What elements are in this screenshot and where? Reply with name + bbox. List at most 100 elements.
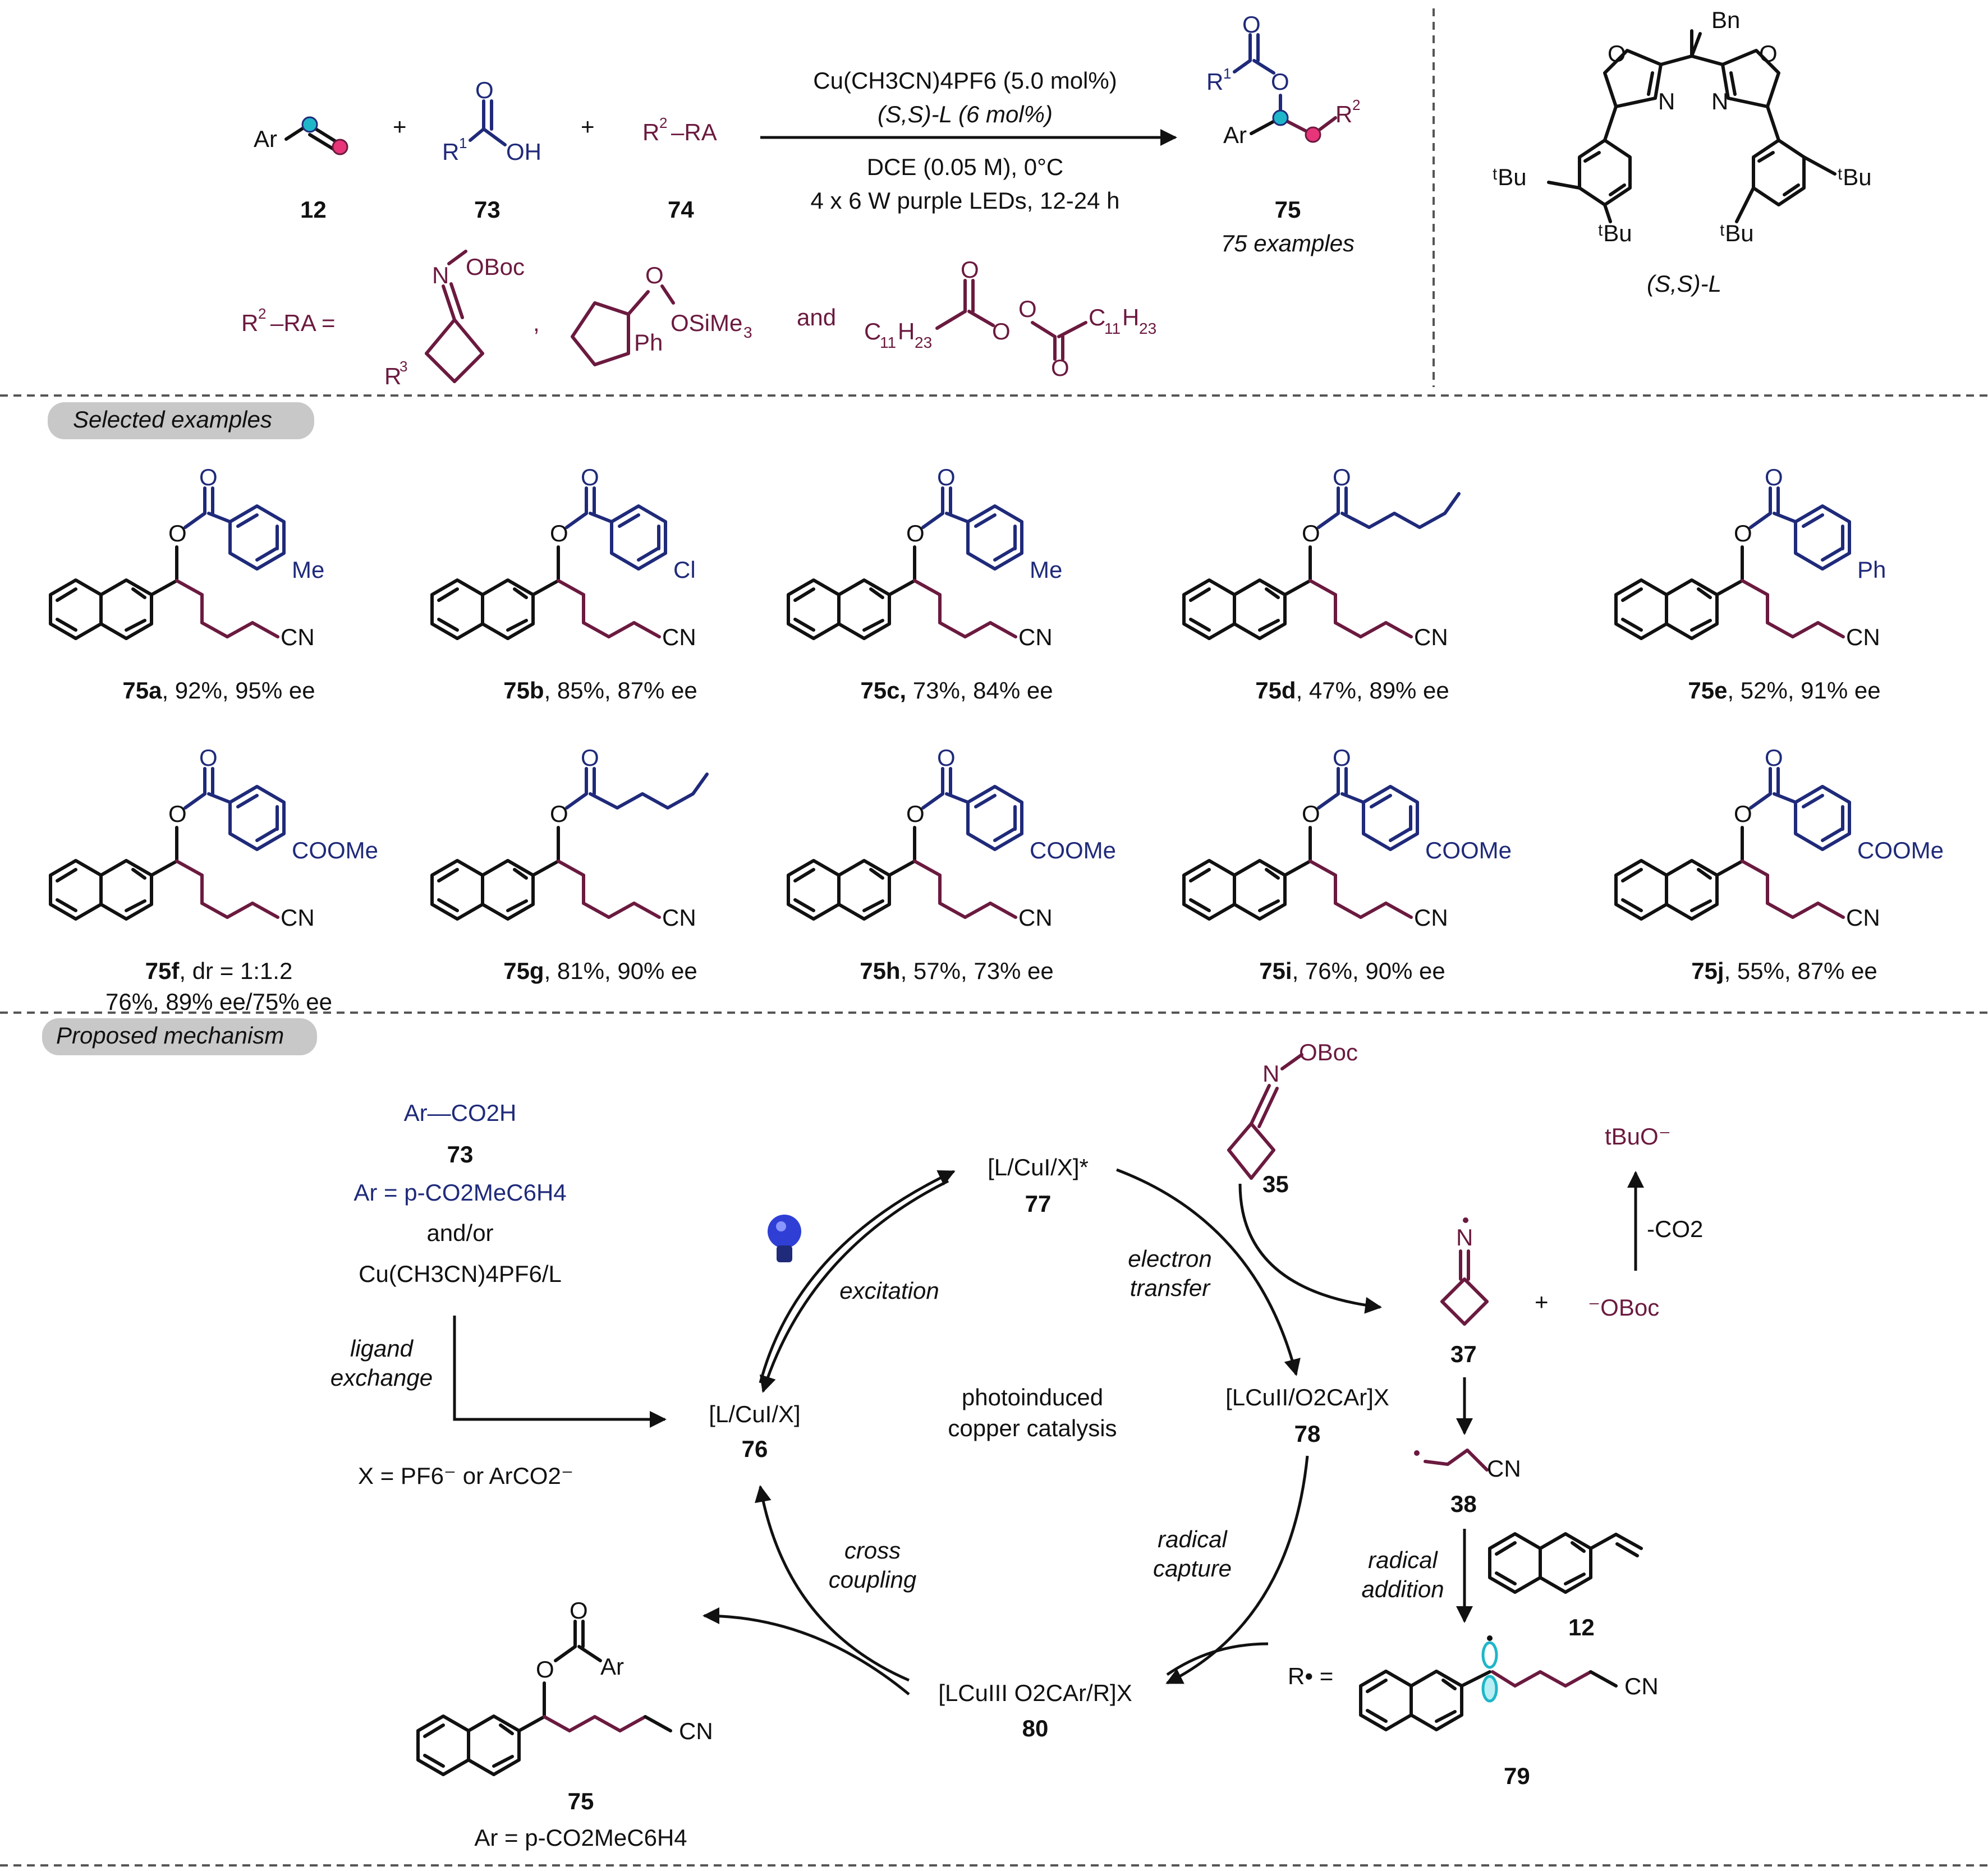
svg-text:N: N (1262, 1060, 1279, 1087)
svg-text:R: R (642, 119, 659, 145)
svg-text:Cu(CH3CN)4PF6/L: Cu(CH3CN)4PF6/L (359, 1261, 562, 1287)
svg-text:O: O (550, 801, 568, 827)
svg-text:75i, 76%, 90% ee: 75i, 76%, 90% ee (1259, 958, 1445, 984)
svg-text:radical: radical (1158, 1526, 1228, 1552)
svg-text:Ph: Ph (1857, 557, 1886, 583)
condition-light: 4 x 6 W purple LEDs, 12-24 h (811, 187, 1120, 214)
svg-text:76%, 89% ee/75% ee: 76%, 89% ee/75% ee (105, 989, 332, 1015)
svg-text:11: 11 (1104, 320, 1121, 337)
svg-text:23: 23 (1139, 320, 1156, 337)
svg-text:79: 79 (1504, 1763, 1530, 1789)
svg-text:O: O (581, 464, 599, 490)
svg-text:N: N (1456, 1224, 1473, 1251)
svg-text:R: R (384, 363, 401, 389)
svg-text:Ar = p-CO2MeC6H4: Ar = p-CO2MeC6H4 (474, 1824, 687, 1851)
svg-text:Cl: Cl (673, 557, 696, 583)
svg-text:Ar: Ar (1223, 122, 1247, 148)
svg-text:exchange: exchange (330, 1364, 433, 1391)
svg-text:O: O (961, 256, 979, 283)
species-77: [L/CuI/X]* (988, 1154, 1089, 1180)
svg-text:2: 2 (258, 305, 266, 322)
svg-text:O: O (1608, 40, 1626, 67)
svg-text:1: 1 (459, 135, 467, 151)
svg-text:O: O (168, 520, 187, 546)
svg-text:O: O (1302, 520, 1320, 546)
svg-text:O: O (550, 520, 568, 546)
species-80: [LCuIII O2CAr/R]X (938, 1680, 1132, 1706)
mechanism-title: Proposed mechanism (56, 1022, 284, 1049)
svg-text:O: O (199, 464, 218, 490)
svg-text:O: O (645, 262, 664, 288)
svg-text:excitation: excitation (839, 1277, 939, 1304)
svg-text:75j, 55%, 87% ee: 75j, 55%, 87% ee (1691, 958, 1877, 984)
svg-text:O: O (570, 1597, 588, 1624)
svg-text:O: O (1765, 744, 1783, 771)
svg-text:35: 35 (1262, 1171, 1289, 1197)
svg-text:75d, 47%, 89% ee: 75d, 47%, 89% ee (1255, 677, 1449, 704)
svg-text:tBuO⁻: tBuO⁻ (1605, 1123, 1671, 1150)
svg-text:CN: CN (1414, 904, 1448, 931)
svg-text:–RA: –RA (671, 119, 717, 145)
svg-text:O: O (475, 77, 494, 103)
label-75: 75 (1275, 196, 1301, 223)
svg-text:ᵗBu: ᵗBu (1720, 220, 1754, 246)
svg-text:O: O (937, 464, 956, 490)
svg-text:CN: CN (1846, 624, 1880, 650)
svg-text:ᵗBu: ᵗBu (1493, 164, 1527, 190)
svg-text:COOMe: COOMe (1425, 837, 1512, 863)
svg-text:+: + (393, 113, 407, 140)
svg-text:75b, 85%, 87% ee: 75b, 85%, 87% ee (503, 677, 697, 704)
svg-text:ᵗBu: ᵗBu (1838, 164, 1872, 190)
svg-text:O: O (906, 520, 925, 546)
svg-text:CN: CN (1846, 904, 1880, 931)
svg-text:76: 76 (742, 1436, 768, 1462)
svg-text:O: O (536, 1656, 554, 1682)
svg-text:R: R (442, 139, 459, 165)
svg-text:CN: CN (1018, 624, 1053, 650)
svg-text:23: 23 (915, 334, 932, 351)
svg-text:OSiMe: OSiMe (671, 310, 742, 336)
ligand-structure: Bn O N O N ᵗBu ᵗBu ᵗBu ᵗBu (S,S)-L (1493, 7, 1872, 297)
svg-text:capture: capture (1153, 1555, 1232, 1582)
svg-text:O: O (1734, 801, 1752, 827)
svg-text:⁻OBoc: ⁻OBoc (1588, 1294, 1659, 1321)
svg-text:H: H (898, 318, 915, 344)
svg-text:O: O (992, 318, 1011, 344)
svg-text:CN: CN (1624, 1673, 1659, 1699)
acid: Ar—CO2H (404, 1100, 517, 1126)
svg-text:75g, 81%, 90% ee: 75g, 81%, 90% ee (503, 958, 697, 984)
svg-text:COOMe: COOMe (1030, 837, 1116, 863)
svg-text:O: O (168, 801, 187, 827)
svg-text:77: 77 (1025, 1190, 1052, 1217)
svg-text:11: 11 (880, 334, 896, 351)
svg-text:Ar = p-CO2MeC6H4: Ar = p-CO2MeC6H4 (353, 1179, 566, 1206)
species-76: [L/CuI/X] (709, 1401, 800, 1427)
svg-text:–RA =: –RA = (270, 310, 336, 336)
svg-text:H: H (1122, 304, 1139, 330)
svg-text:N: N (1711, 88, 1728, 114)
svg-text:R: R (1206, 68, 1223, 95)
svg-text:ligand: ligand (350, 1335, 414, 1362)
svg-text:CN: CN (679, 1718, 713, 1744)
svg-text:R: R (241, 310, 258, 336)
svg-text:Me: Me (1030, 557, 1062, 583)
svg-text:addition: addition (1361, 1576, 1444, 1602)
svg-text:Bn: Bn (1711, 7, 1740, 33)
svg-text:O: O (199, 744, 218, 771)
svg-text:75a, 92%, 95% ee: 75a, 92%, 95% ee (122, 677, 315, 704)
svg-text:-CO2: -CO2 (1647, 1216, 1703, 1242)
svg-text:75c, 73%, 84% ee: 75c, 73%, 84% ee (860, 677, 1053, 704)
svg-text:COOMe: COOMe (1857, 837, 1944, 863)
svg-text:O: O (1302, 801, 1320, 827)
svg-text:+: + (581, 113, 595, 140)
svg-text:80: 80 (1022, 1715, 1049, 1741)
svg-text:O: O (581, 744, 599, 771)
